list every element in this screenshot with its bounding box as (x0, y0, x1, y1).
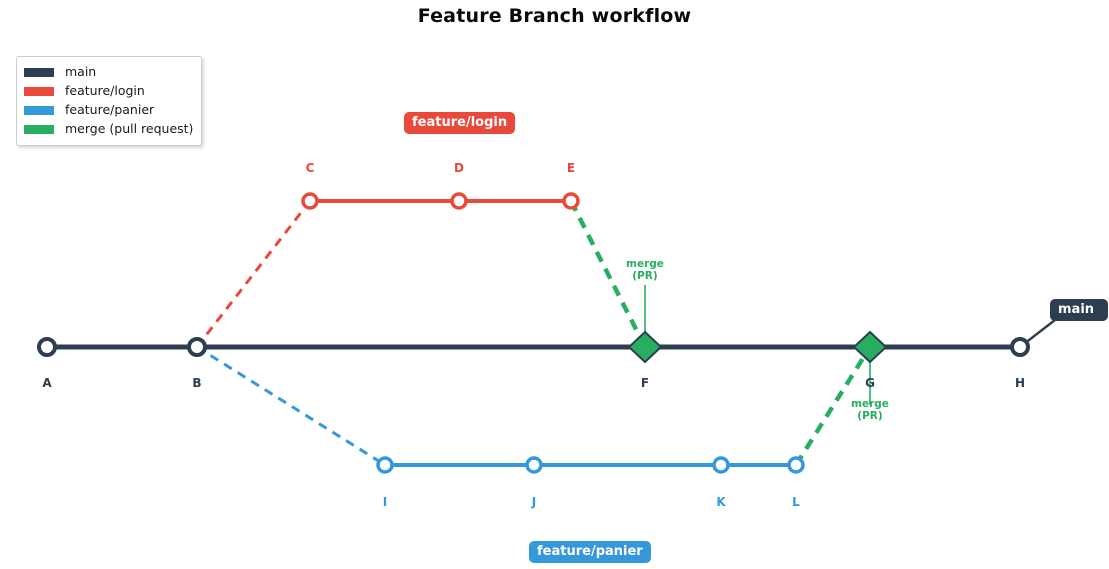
commit-node-l[interactable] (787, 456, 805, 474)
legend-item-main[interactable]: main (24, 63, 193, 82)
legend-swatch-main (24, 68, 54, 77)
commit-label-h: H (1014, 376, 1026, 390)
merge-node-f[interactable] (627, 330, 663, 364)
commit-label-l: L (792, 495, 800, 509)
commit-label-f: F (640, 376, 650, 390)
merge-note-f: merge (PR) (626, 258, 664, 282)
commit-node-e[interactable] (562, 192, 580, 210)
commit-label-e: E (566, 161, 576, 175)
commit-label-k: K (716, 495, 726, 509)
legend-label-main: main (65, 64, 97, 80)
merge-node-g[interactable] (852, 330, 888, 364)
commit-node-d[interactable] (450, 192, 468, 210)
legend-swatch-feature-panier (24, 106, 54, 115)
commit-node-a[interactable] (37, 337, 57, 357)
commit-label-c: C (305, 161, 315, 175)
legend-label-feature-login: feature/login (65, 83, 145, 99)
commit-node-k[interactable] (712, 456, 730, 474)
commit-node-i[interactable] (376, 456, 394, 474)
legend-label-merge: merge (pull request) (65, 121, 194, 137)
commit-label-d: D (454, 161, 464, 175)
branch-badge-feature-panier[interactable]: feature/panier (529, 541, 651, 563)
merge-edge-e-to-f (568, 199, 648, 349)
commit-node-j[interactable] (525, 456, 543, 474)
commit-label-j: J (531, 495, 537, 509)
page-title: Feature Branch workflow (417, 5, 692, 27)
merge-note-g: merge (PR) (851, 398, 889, 422)
branch-badge-main[interactable]: main (1050, 299, 1109, 321)
merge-edge-l-to-g (794, 345, 872, 467)
legend-swatch-merge (24, 125, 54, 134)
legend-item-feature-panier[interactable]: feature/panier (24, 101, 193, 120)
legend-label-feature-panier: feature/panier (65, 102, 155, 118)
commit-label-b: B (192, 376, 202, 390)
commit-node-c[interactable] (301, 192, 319, 210)
legend: main feature/login feature/panier merge … (16, 56, 203, 146)
legend-item-merge[interactable]: merge (pull request) (24, 120, 193, 139)
branch-badge-feature-login[interactable]: feature/login (404, 112, 516, 134)
commit-node-h[interactable] (1010, 337, 1030, 357)
commit-label-g: G (865, 376, 875, 390)
branch-edge-b-to-i (196, 345, 386, 467)
commit-label-i: I (382, 495, 388, 509)
branch-edge-b-to-c (195, 200, 312, 348)
legend-swatch-feature-login (24, 87, 54, 96)
commit-label-a: A (42, 376, 52, 390)
commit-node-b[interactable] (187, 337, 207, 357)
legend-item-feature-login[interactable]: feature/login (24, 82, 193, 101)
